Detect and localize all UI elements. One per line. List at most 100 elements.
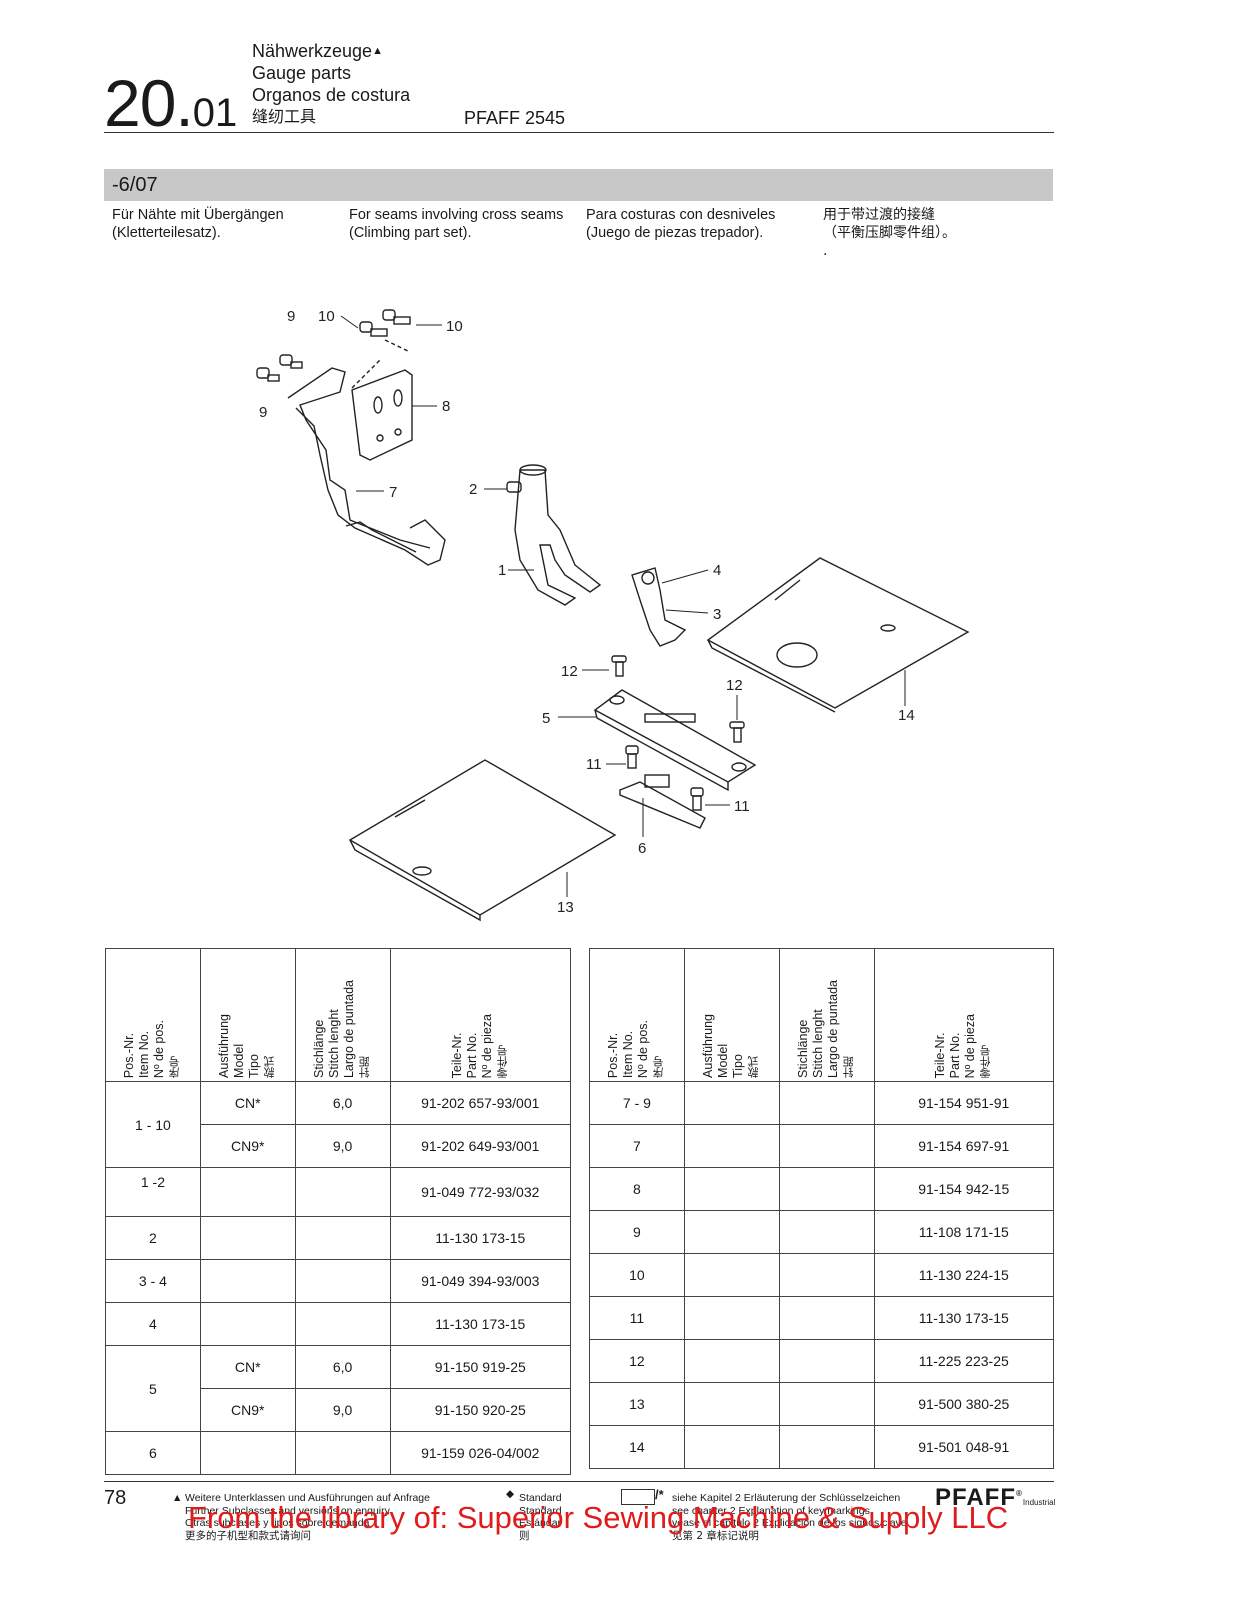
cell-pos: 12 [589, 1339, 685, 1383]
section-minor: 01 [192, 91, 238, 135]
slide-plate-14 [706, 557, 970, 713]
cell-model: CN9* [199, 1388, 296, 1432]
screw-12 [611, 655, 627, 677]
header-rule [104, 132, 1054, 133]
cell-part: 91-154 697-91 [873, 1124, 1055, 1168]
cell-pos: 2 [105, 1216, 201, 1260]
title-en: Gauge parts [252, 63, 352, 83]
section-number: 20.01 [104, 70, 237, 146]
cell-stitch: 9,0 [294, 1388, 391, 1432]
cell-pos: 14 [589, 1425, 685, 1469]
brand-industrial: Industrial [1022, 1498, 1056, 1507]
table-row: 5 CN* 6,0 91-150 919-25 [105, 1345, 572, 1432]
table-row: 1 - 10 CN* 6,0 91-202 657-93/001 [105, 1081, 572, 1168]
cell-part: 11-108 171-15 [873, 1210, 1055, 1254]
presser-foot-1 [506, 464, 602, 606]
description-en: For seams involving cross seams(Climbing… [349, 207, 564, 241]
pfaff-logo: PFAFF®Industrial [935, 1484, 1056, 1511]
cell-part: 11-130 173-15 [873, 1296, 1055, 1340]
cell-part: 91-501 048-91 [873, 1425, 1055, 1469]
cell-pos: 1 -2 [105, 1167, 201, 1217]
footnote-mark-diamond: ◆ [506, 1488, 515, 1500]
key-marking-box [621, 1489, 655, 1505]
cell-pos: 5 [105, 1345, 201, 1432]
cell-stitch: 9,0 [294, 1124, 391, 1168]
header-pos: Pos.-Nr.Item No.Nº de pos.序号 [589, 948, 685, 1082]
library-watermark: From the library of: Superior Sewing Mac… [188, 1500, 1009, 1535]
cell-part: 91-202 657-93/001 [389, 1081, 572, 1125]
screw-11-left [625, 745, 639, 769]
subclass-label: -6/07 [112, 174, 158, 196]
plate-8 [351, 369, 413, 461]
model-name: PFAFF 2545 [464, 108, 566, 128]
diagram-label: 10 [318, 308, 335, 325]
cell-pos: 7 - 9 [589, 1081, 685, 1125]
cell-part: 91-154 951-91 [873, 1081, 1055, 1125]
cell-model: CN* [199, 1081, 296, 1125]
cell-part: 91-150 920-25 [389, 1388, 572, 1432]
screw-12-right [729, 721, 745, 743]
screw-9-lower [256, 367, 280, 382]
table-row: 14 91-501 048-91 [589, 1425, 1055, 1469]
cell-pos: 11 [589, 1296, 685, 1340]
diagram-label: 8 [442, 398, 450, 415]
diagram-label: 12 [726, 677, 743, 694]
cell-part: 11-130 173-15 [389, 1302, 572, 1346]
title-de: Nähwerkzeuge▲ [252, 41, 383, 61]
subclass-bar: -6/07 [104, 169, 1053, 201]
presser-foot-3 [631, 567, 687, 647]
title-de-mark: ▲ [372, 45, 383, 57]
cell-pos: 8 [589, 1167, 685, 1211]
diagram-label: 2 [469, 481, 477, 498]
cell-part: 91-049 394-93/003 [389, 1259, 572, 1303]
table-row: 8 91-154 942-15 [589, 1167, 1055, 1211]
cell-pos: 6 [105, 1431, 201, 1475]
table-row: 6 91-159 026-04/002 [105, 1431, 572, 1475]
cell-pos: 3 - 4 [105, 1259, 201, 1303]
diagram-label: 4 [713, 562, 721, 579]
cell-part: 91-154 942-15 [873, 1167, 1055, 1211]
slide-plate-13 [348, 759, 617, 922]
description-es: Para costuras con desniveles(Juego de pi… [586, 207, 776, 241]
exploded-parts-diagram: 9 10 10 9 8 7 2 1 4 3 12 12 5 14 11 11 6… [256, 308, 970, 922]
section-dot: . [175, 66, 193, 140]
table-row: CN9* 9,0 91-202 649-93/001 [106, 1124, 572, 1168]
cell-pos: 9 [589, 1210, 685, 1254]
cell-part: 91-150 919-25 [389, 1345, 572, 1389]
table-row: 2 11-130 173-15 [105, 1216, 572, 1260]
table-row: 9 11-108 171-15 [589, 1210, 1055, 1254]
table-row: 7 - 9 91-154 951-91 [589, 1081, 1055, 1125]
feed-dog-6 [619, 774, 706, 829]
page-number: 78 [104, 1487, 127, 1509]
diagram-label: 14 [898, 707, 915, 724]
section-major: 20 [104, 66, 176, 140]
diagram-label: 5 [542, 710, 550, 727]
diagram-label: 10 [446, 318, 463, 335]
description-de: Für Nähte mit Übergängen(Kletterteilesat… [112, 207, 284, 241]
cell-pos: 13 [589, 1382, 685, 1426]
cell-part: 91-202 649-93/001 [389, 1124, 572, 1168]
title-es: Organos de costura [252, 85, 411, 105]
cell-part: 91-049 772-93/032 [389, 1167, 572, 1217]
cell-pos: 1 - 10 [105, 1081, 201, 1168]
table-row: 4 11-130 173-15 [105, 1302, 572, 1346]
diagram-label: 6 [638, 840, 646, 857]
diagram-label: 9 [287, 308, 295, 325]
diagram-label: 12 [561, 663, 578, 680]
cell-model: CN9* [199, 1124, 296, 1168]
diagram-label: 9 [259, 404, 267, 421]
cell-pos: 4 [105, 1302, 201, 1346]
footer-rule [104, 1481, 1054, 1482]
key-marking-symbol: /* [655, 1487, 664, 1502]
needle-plate-5 [593, 689, 757, 792]
